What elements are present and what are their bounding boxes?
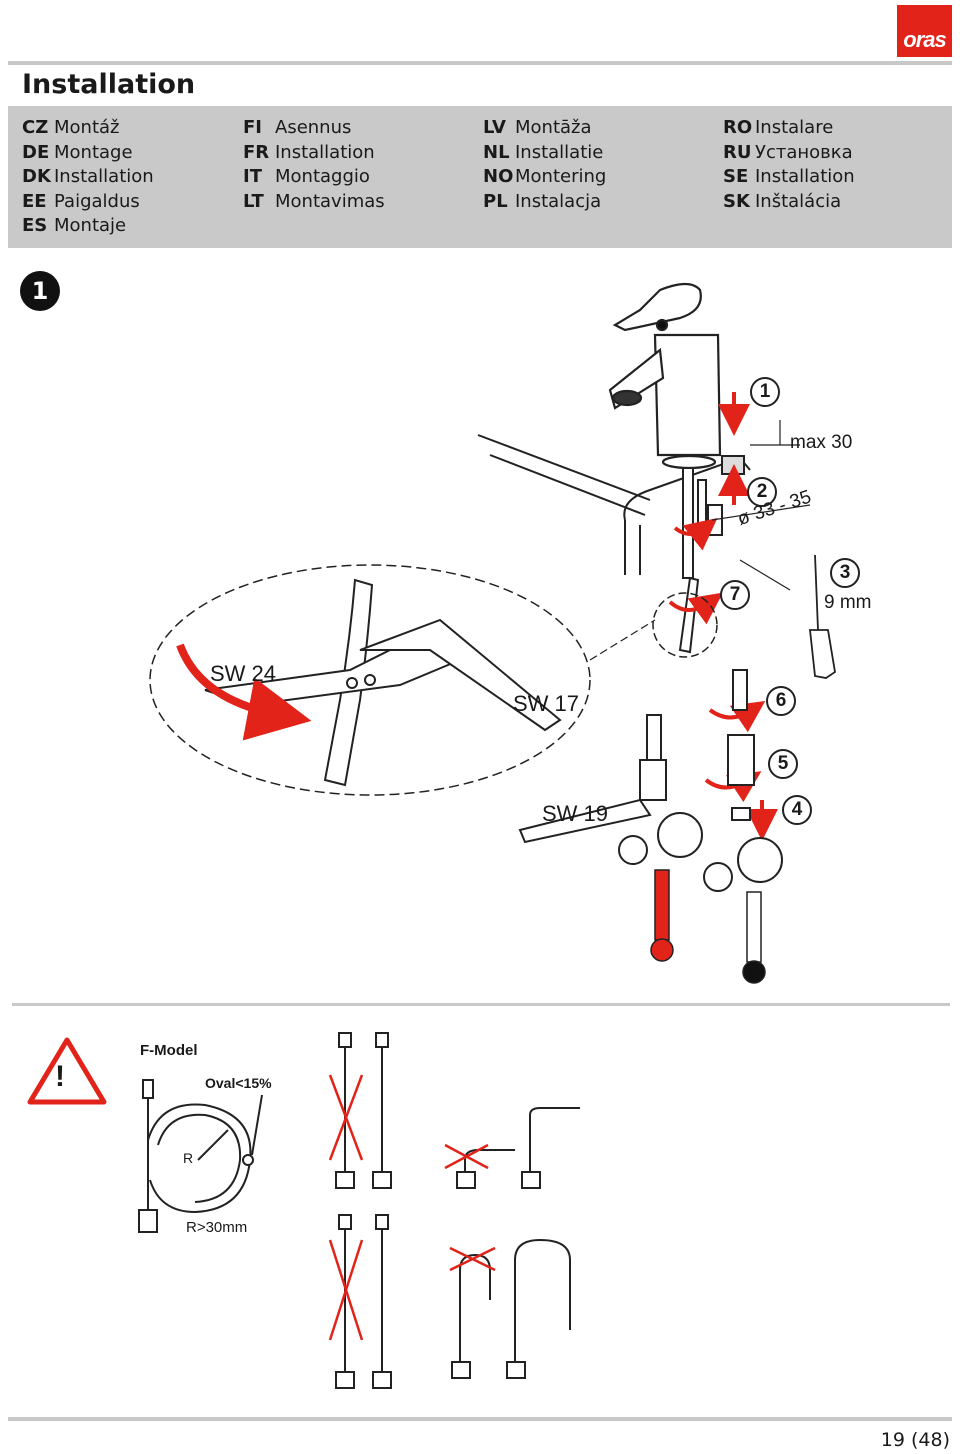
lang-code: FR	[243, 141, 270, 163]
lang-label: Установка	[755, 141, 853, 163]
lang-label: Installation	[755, 166, 855, 187]
warning-exclamation: !	[55, 1060, 65, 1093]
hose-examples	[335, 1032, 580, 1389]
section-rule	[12, 1003, 950, 1006]
callout-3: 3	[830, 558, 860, 588]
lang-label: Montage	[54, 141, 133, 163]
lang-code: LV	[483, 117, 506, 138]
lang-code: SK	[723, 190, 750, 212]
sw24-label: SW 24	[210, 661, 277, 686]
warning-triangle-icon	[27, 1037, 107, 1105]
lang-label: Montering	[515, 166, 607, 187]
lang-label: Montaggio	[275, 166, 370, 187]
callout-7: 7	[720, 580, 750, 610]
lang-label: Instalare	[755, 117, 834, 138]
f-model-label: F-Model	[140, 1042, 198, 1059]
faucet-body	[608, 282, 722, 470]
wrong-usage-crosses	[328, 1074, 496, 1341]
lang-code: NL	[483, 141, 510, 163]
lang-code: SE	[723, 166, 749, 187]
lang-code: IT	[243, 166, 262, 187]
lang-label: Paigaldus	[54, 190, 140, 212]
page-title: Installation	[22, 69, 196, 100]
lang-label: Montáž	[54, 117, 120, 138]
lang-code: EE	[22, 190, 47, 212]
screwdriver	[808, 554, 836, 679]
lang-code: FI	[243, 117, 262, 138]
lang-label: Installation	[54, 166, 154, 187]
callout-6: 6	[766, 686, 796, 716]
radius-letter-label: R	[183, 1150, 194, 1166]
oval-limit-label: Oval<15%	[205, 1075, 272, 1091]
lang-label: Montavimas	[275, 190, 385, 212]
lang-code: DK	[22, 166, 51, 187]
lang-code: ES	[22, 215, 48, 236]
angle-valves	[518, 669, 783, 892]
callout-5: 5	[768, 749, 798, 779]
lang-code: RU	[723, 141, 752, 163]
callout-2: 2	[747, 477, 777, 507]
callout-1: 1	[750, 377, 780, 407]
lang-label: Montāža	[515, 117, 592, 138]
lang-label: Asennus	[275, 117, 352, 138]
lang-label: Inštalácia	[755, 190, 842, 212]
sw19-label: SW 19	[542, 801, 609, 826]
hot-thermometer	[650, 869, 674, 962]
lang-code: LT	[243, 190, 264, 212]
top-rule	[8, 61, 952, 65]
screwdriver-size-label: 9 mm	[824, 592, 872, 613]
lang-label: Installation	[275, 141, 375, 163]
lang-code: PL	[483, 190, 508, 212]
f-model-hose	[138, 1079, 263, 1233]
cold-thermometer	[742, 891, 766, 984]
lang-label: Instalacja	[515, 190, 602, 212]
callout-4: 4	[782, 795, 812, 825]
detail-callout-circle	[652, 592, 718, 658]
lang-code: RO	[723, 117, 753, 138]
page-number: 19 (48)	[880, 1429, 950, 1451]
max-dimension-label: max 30	[790, 432, 853, 453]
sw17-label: SW 17	[513, 691, 580, 716]
lang-label: Montaje	[54, 215, 127, 236]
step-number-badge: 1	[20, 271, 60, 311]
lang-code: NO	[483, 166, 514, 187]
lang-code: DE	[22, 141, 50, 163]
detail-callout-ellipse	[149, 564, 591, 796]
bottom-rule	[8, 1417, 952, 1421]
lang-label: Installatie	[515, 141, 604, 163]
lang-code: CZ	[22, 117, 49, 138]
sw24-rotation-arrow	[176, 643, 312, 741]
sink-outline	[477, 434, 751, 575]
radius-rule-label: R>30mm	[186, 1219, 248, 1236]
dimension-lines	[711, 420, 811, 591]
language-bar	[8, 106, 952, 248]
oras-logo: oras	[897, 5, 952, 57]
